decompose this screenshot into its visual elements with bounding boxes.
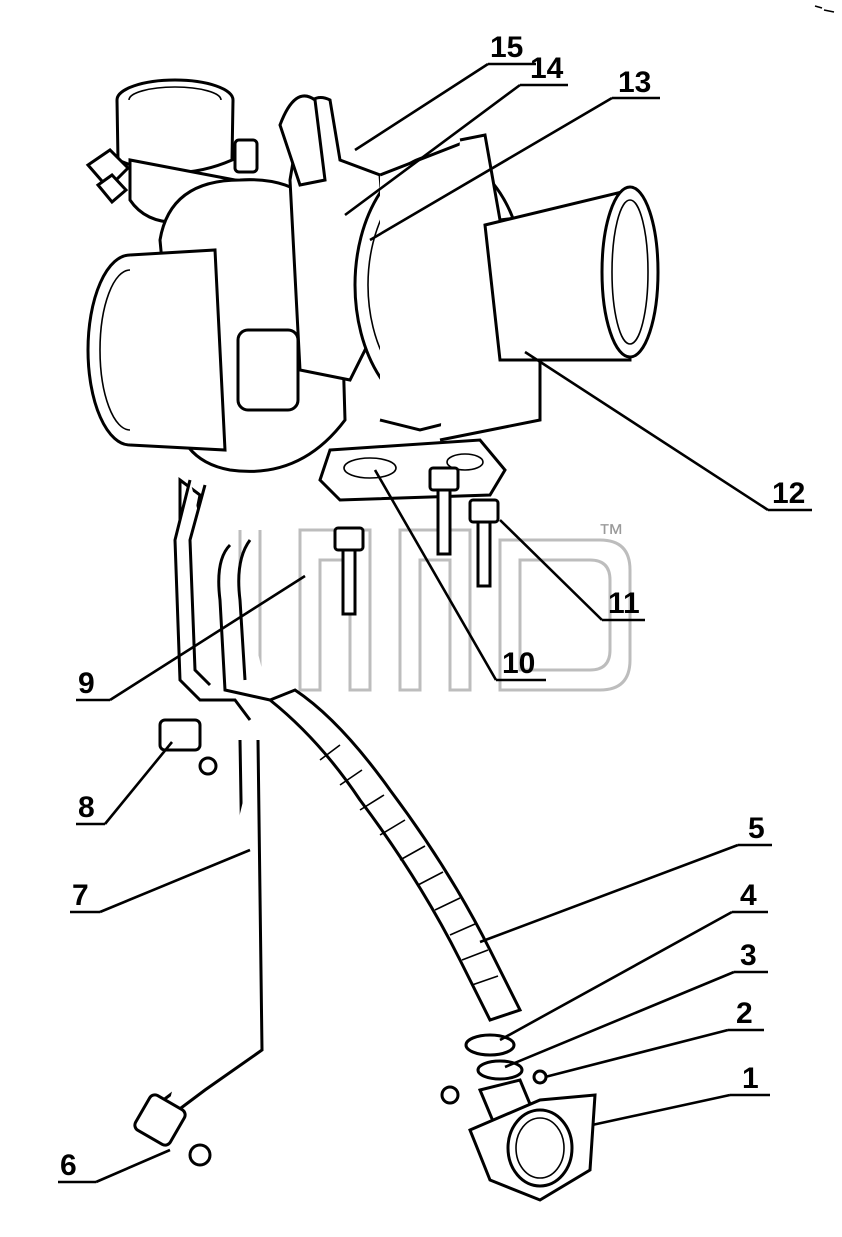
callout-14: 14 — [530, 52, 564, 85]
callout-13: 13 — [618, 66, 651, 99]
leader-lines — [58, 62, 812, 1184]
corner-marks — [814, 5, 835, 13]
callout-6: 6 — [60, 1149, 77, 1182]
trademark-symbol: ™ — [598, 518, 624, 548]
callout-3: 3 — [740, 939, 757, 972]
mounting-bolts — [333, 466, 500, 616]
callout-10: 10 — [502, 647, 535, 680]
callout-15: 15 — [490, 31, 523, 64]
callout-2: 2 — [736, 997, 753, 1030]
callout-1: 1 — [742, 1062, 759, 1095]
callout-7: 7 — [72, 879, 89, 912]
callout-8: 8 — [78, 791, 95, 824]
callout-9: 9 — [78, 667, 95, 700]
callout-12: 12 — [772, 477, 805, 510]
callout-5: 5 — [748, 812, 765, 845]
flexible-hose — [267, 688, 523, 1022]
drain-flange-group — [440, 1033, 597, 1202]
turbocharger-body — [85, 78, 660, 528]
callout-11: 11 — [608, 587, 640, 620]
callout-labels: 15 14 13 12 11 10 9 8 7 6 5 4 3 2 1 — [60, 31, 805, 1182]
oil-pipes — [133, 479, 271, 1167]
callout-4: 4 — [740, 879, 757, 912]
